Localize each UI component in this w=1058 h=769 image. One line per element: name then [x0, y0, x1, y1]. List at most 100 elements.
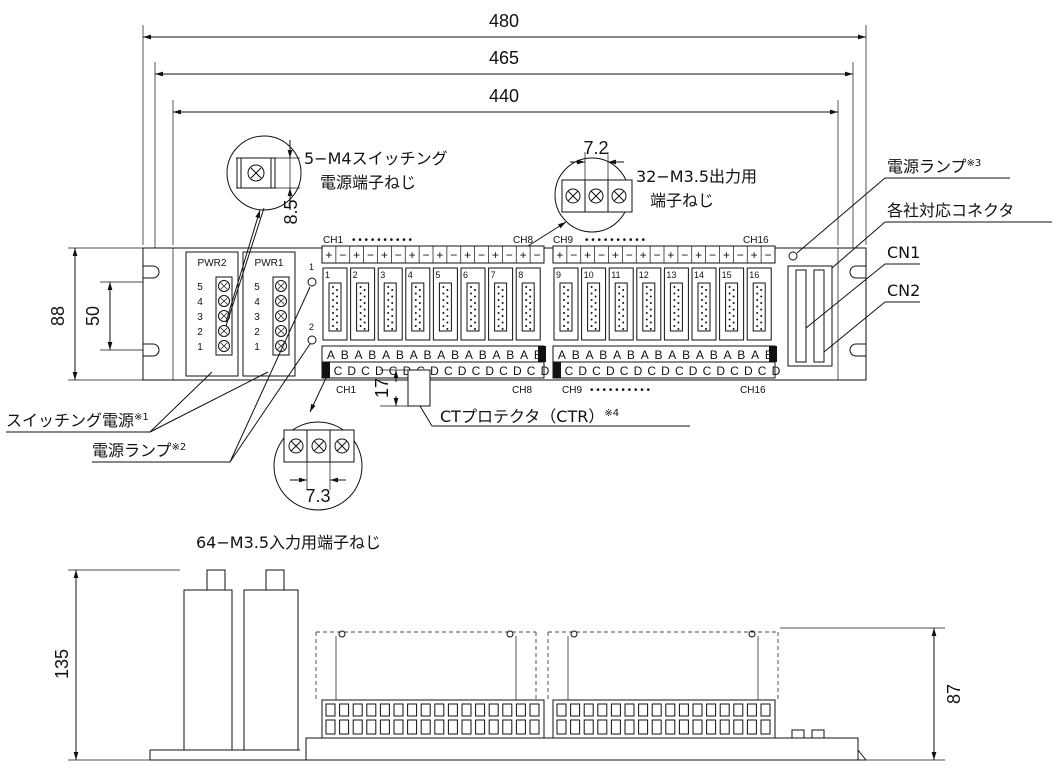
row-end-marker — [553, 362, 561, 378]
switching-screw-callout: 8.5 5−M4スイッチング 電源端子ねじ — [225, 135, 448, 327]
terminal-label: C — [730, 364, 739, 378]
dim-87: 87 — [944, 684, 964, 704]
pin — [760, 302, 763, 304]
pin — [497, 305, 500, 308]
slot-number: 2 — [353, 270, 358, 280]
terminal-screw — [651, 719, 662, 735]
polarity-label: − — [395, 248, 402, 262]
pin — [359, 318, 362, 321]
terminal-screw — [733, 719, 744, 735]
pin — [336, 295, 338, 298]
pin — [363, 289, 366, 291]
slot-number: 1 — [325, 270, 330, 280]
slot-number: 11 — [611, 270, 620, 280]
pin — [756, 292, 759, 295]
pin — [470, 325, 472, 327]
terminal-screw — [610, 719, 621, 735]
power-lamp-3-text: 電源ランプ※3 — [887, 157, 981, 176]
side-view: 135 87 — [52, 569, 964, 761]
pin — [336, 315, 338, 317]
pin — [336, 308, 338, 311]
ch9-bottom: CH9 — [562, 385, 582, 396]
pin — [732, 302, 735, 304]
pin — [391, 308, 394, 311]
pin — [529, 295, 532, 298]
pin — [594, 295, 597, 298]
pin — [618, 299, 621, 301]
pin — [732, 295, 735, 298]
pin — [756, 299, 759, 301]
terminal-screw — [706, 703, 717, 717]
row-end-marker — [322, 362, 330, 378]
pin — [760, 315, 763, 317]
pin — [701, 318, 703, 321]
pin — [649, 315, 652, 317]
pin — [470, 305, 472, 308]
terminal-number: 2 — [197, 327, 203, 338]
ch16-bottom: CH16 — [740, 385, 766, 396]
pin — [391, 295, 394, 298]
power-lamp-2-text: 電源ランプ※2 — [92, 441, 186, 460]
pin — [387, 325, 390, 327]
pin — [645, 312, 648, 314]
row-end-marker — [769, 346, 777, 362]
slot-number: 8 — [518, 270, 523, 280]
slot-connector — [356, 282, 370, 332]
slot-connector — [725, 282, 739, 332]
ch16-top: CH16 — [743, 235, 769, 246]
pin — [701, 292, 703, 295]
pin — [332, 305, 334, 308]
terminal-screw — [475, 703, 486, 717]
pin — [501, 328, 504, 330]
cn1-text: CN1 — [887, 243, 920, 262]
pin — [497, 325, 500, 327]
pin — [446, 328, 449, 330]
terminal-screw — [407, 719, 418, 735]
terminal-label: B — [737, 348, 745, 362]
terminal-label: D — [772, 364, 781, 378]
terminal-label: B — [451, 348, 459, 362]
polarity-label: + — [353, 248, 360, 262]
pin — [470, 292, 472, 295]
terminal-screw — [678, 719, 689, 735]
slot-number: 15 — [722, 270, 732, 280]
slot-connector — [587, 282, 601, 332]
pin — [594, 328, 597, 330]
pin — [414, 292, 417, 295]
lamp-1-label: 1 — [309, 262, 314, 272]
terminal-screw — [719, 703, 730, 717]
terminal-label: A — [613, 348, 621, 362]
pin — [442, 325, 445, 327]
terminal-label: B — [396, 348, 404, 362]
terminal-number: 1 — [254, 342, 260, 353]
pin — [618, 305, 621, 308]
row-end-marker — [538, 346, 546, 362]
pin — [442, 312, 445, 314]
terminal-screw — [447, 719, 458, 735]
lamp-icon — [338, 630, 346, 638]
pin — [645, 292, 648, 295]
pin — [705, 308, 707, 311]
terminal-screw — [352, 719, 363, 735]
screw-icon — [275, 310, 287, 322]
polarity-label: − — [506, 248, 513, 262]
terminal-label: C — [565, 364, 574, 378]
pin — [442, 318, 445, 321]
pin — [336, 321, 338, 324]
pin — [470, 312, 472, 314]
pin — [359, 312, 362, 314]
terminal-screw — [651, 703, 662, 717]
terminal-label: C — [620, 364, 629, 378]
polarity-label: − — [570, 248, 577, 262]
pin — [418, 302, 421, 304]
pin — [673, 292, 676, 295]
ch8-bottom: CH8 — [512, 385, 532, 396]
output-screw-text-1: 32−M3.5出力用 — [636, 167, 757, 186]
overall-width-dimensions: 480 465 440 — [142, 11, 867, 260]
dim-440: 440 — [489, 86, 519, 106]
pin — [470, 318, 472, 321]
terminal-label: C — [758, 364, 767, 378]
pin — [446, 321, 449, 324]
